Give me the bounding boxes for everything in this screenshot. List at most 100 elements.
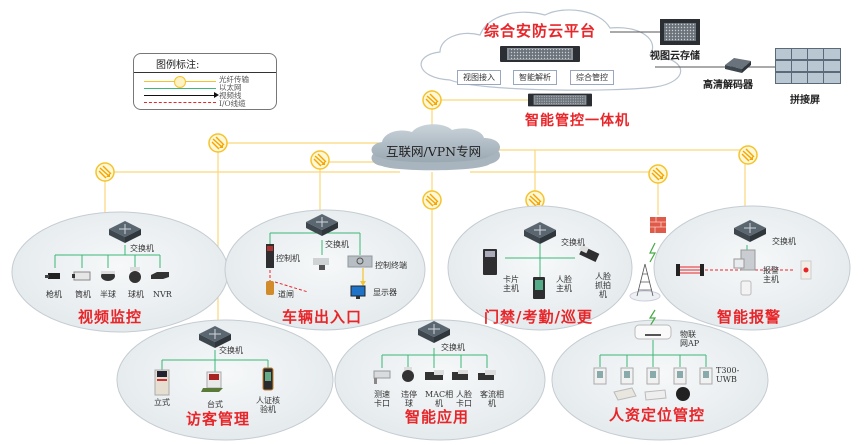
bullet-camera-icon	[45, 273, 60, 279]
visitor-title: 访客管理	[186, 410, 251, 428]
video-wall-label: 拼接屏	[790, 95, 820, 106]
box-camera-icon	[72, 271, 91, 281]
fiber-node-icon	[95, 162, 115, 182]
alarm-host-icon	[733, 249, 756, 271]
sa-title: 智能应用	[405, 408, 470, 426]
management-server-icon	[528, 93, 592, 107]
module-view-access: 视图接入	[457, 70, 501, 85]
sa-device-label: 违停 球	[401, 390, 417, 409]
face-terminal-icon	[533, 277, 545, 299]
decoder-icon	[725, 58, 751, 73]
video-wall-icon	[775, 48, 841, 84]
legend-label-fiber: 光纤传输	[219, 75, 249, 84]
sa-device-label: MAC相 机	[425, 390, 454, 409]
id-verification-terminal-icon	[262, 367, 274, 391]
sa-device-label: 客流相 机	[480, 390, 504, 409]
ptz-camera-icon	[129, 267, 141, 283]
ac-device-label: 卡片 主机	[503, 275, 519, 294]
fiber-node-icon	[738, 145, 758, 165]
ac-switch-label: 交换机	[561, 238, 585, 247]
legend-arrow-icon	[214, 92, 219, 98]
wireless-link-icon	[648, 309, 657, 327]
vg-device-label: 控制机	[276, 254, 300, 263]
sa-switch-label: 交换机	[441, 343, 465, 352]
passenger-flow-camera-icon	[478, 370, 496, 380]
platform-server-icon	[500, 46, 580, 62]
zone-positioning	[551, 319, 769, 441]
infrared-beam-icon	[676, 264, 704, 276]
zone-visitor	[116, 319, 334, 441]
vs-device-label: 枪机	[46, 290, 62, 299]
legend-video-line	[144, 95, 216, 96]
alarm-switch-label: 交换机	[772, 237, 796, 246]
module-intelligent-analysis: 智能解析	[513, 70, 557, 85]
uwb-watch-icon	[676, 387, 690, 401]
vg-switch-label: 交换机	[325, 240, 349, 249]
ac-device-label: 人脸 抓拍 机	[595, 272, 611, 300]
panic-button-icon	[800, 260, 812, 280]
cloud-platform-title: 综合安防云平台	[484, 22, 597, 40]
management-unit-label: 智能管控一体机	[525, 113, 630, 129]
internet-cloud	[371, 124, 501, 171]
pp-anchor-label: T300- UWB	[716, 366, 740, 385]
ac-title: 门禁/考勤/巡更	[484, 308, 593, 326]
decoder-label: 高清解码器	[703, 80, 753, 91]
legend-io-line	[144, 102, 216, 103]
face-checkpoint-camera-icon	[452, 370, 468, 380]
module-integrated-control: 综合管控	[570, 70, 614, 85]
vs-device-label: 球机	[128, 290, 144, 299]
internet-label: 互联网/VPN专网	[386, 144, 482, 159]
controller-icon	[266, 244, 274, 268]
visitor-device-label: 立式	[154, 398, 170, 407]
legend-divider	[134, 72, 276, 73]
mac-camera-icon	[425, 370, 444, 380]
visitor-device-label: 台式	[207, 400, 223, 409]
barrier-gate-icon	[266, 281, 274, 295]
vs-device-label: 筒机	[75, 290, 91, 299]
firewall-icon	[650, 217, 666, 233]
wireless-link-icon	[649, 242, 657, 263]
fiber-node-icon	[422, 190, 442, 210]
vg-device-label: 道闸	[278, 290, 294, 299]
standing-kiosk-icon	[154, 369, 170, 396]
vs-title: 视频监控	[78, 308, 143, 326]
vs-device-label: 半球	[100, 290, 116, 299]
card-reader-icon	[483, 249, 497, 275]
face-capture-camera-icon	[579, 244, 600, 263]
pir-detector-icon	[740, 280, 752, 296]
storage-label: 视图云存储	[650, 51, 700, 62]
storage-server-icon	[660, 19, 700, 45]
pp-ap-label: 物联 网AP	[680, 330, 700, 349]
alarm-device-label: 报警 主机	[763, 266, 779, 285]
ac-device-label: 人脸 主机	[556, 275, 572, 294]
fiber-node-icon	[310, 150, 330, 170]
legend: 图例标注: 光纤传输 以太网 视频线 I/O线缆	[133, 53, 277, 110]
legend-ethernet-line	[144, 88, 216, 89]
vg-title: 车辆出入口	[282, 308, 363, 326]
visitor-switch-label: 交换机	[219, 346, 243, 355]
speed-checkpoint-camera-icon	[373, 370, 391, 384]
dome-camera-icon	[101, 271, 115, 281]
monitor-icon	[350, 285, 366, 299]
legend-label-video: 视频线	[219, 91, 242, 100]
vs-device-label: NVR	[153, 290, 172, 299]
legend-title: 图例标注:	[156, 60, 200, 71]
fiber-node-icon	[422, 90, 442, 110]
desktop-kiosk-icon	[201, 371, 223, 392]
legend-label-io: I/O线缆	[219, 99, 246, 108]
visitor-device-label: 人证核 验机	[256, 396, 280, 415]
parking-violation-dome-icon	[402, 367, 414, 382]
pp-title: 人资定位管控	[609, 406, 706, 424]
vg-device-label: 控制终端	[375, 261, 407, 270]
radio-tower-icon	[629, 263, 661, 302]
iot-ap-icon	[634, 324, 672, 340]
alarm-title: 智能报警	[717, 308, 782, 326]
uwb-tag-card-icon	[613, 387, 637, 401]
vg-device-label: 显示器	[373, 288, 397, 297]
vs-switch-label: 交换机	[130, 244, 154, 253]
fiber-node-icon	[208, 133, 228, 153]
control-terminal-icon	[347, 255, 373, 268]
legend-label-ethernet: 以太网	[219, 83, 242, 92]
